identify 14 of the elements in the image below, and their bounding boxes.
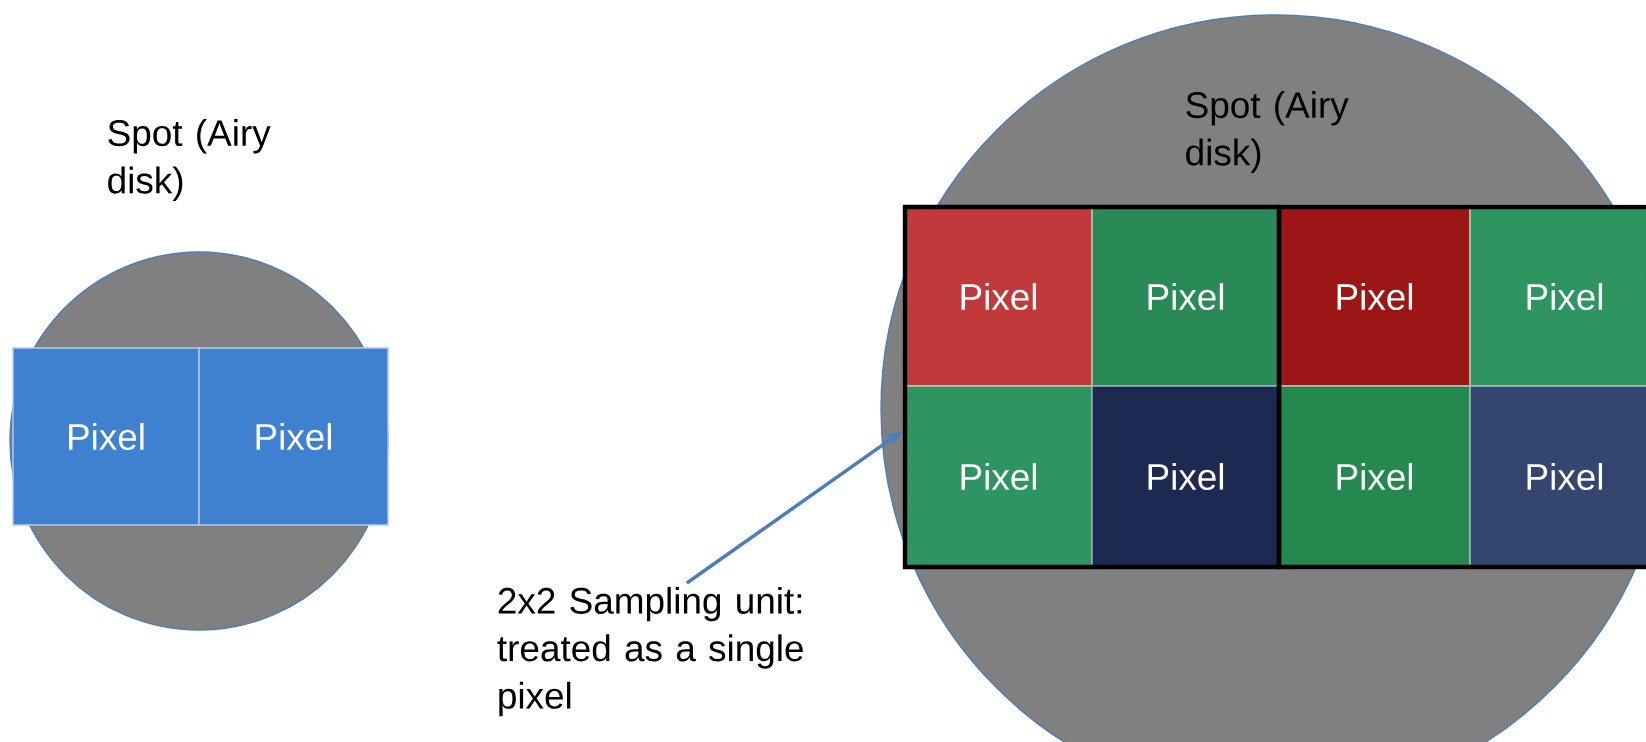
spot-label: Spot (Airy disk) [108,119,271,201]
pixel-square: Pixel [1091,385,1280,568]
annotation-text: 2x2 Sampling unit: treated as a single pixel [497,586,803,717]
pixel-square: Pixel [904,385,1093,568]
pixel-square: Pixel [1091,206,1280,387]
sampling-unit-frame [1276,204,1646,570]
pixel-square: Pixel [198,347,389,526]
pixel-square: Pixel [1278,385,1471,568]
pixel-square: Pixel [12,347,200,526]
pixel-square: Pixel [1469,385,1646,568]
pixel-square: Pixel [1469,206,1646,387]
pixel-square: Pixel [904,206,1093,387]
spot-label: Spot (Airy disk) [1186,91,1349,173]
pixel-square: Pixel [1278,206,1471,387]
